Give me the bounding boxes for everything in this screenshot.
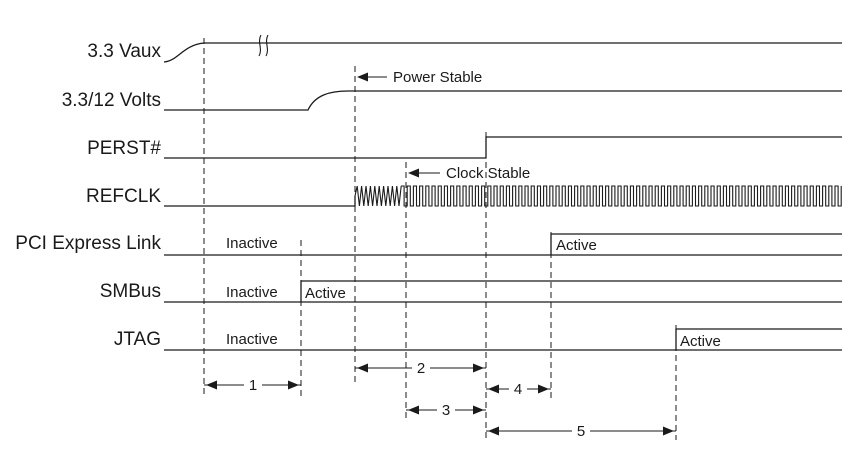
interval-5-dimension: 5 — [486, 423, 676, 440]
signal-label-3v3-vaux: 3.3 Vaux — [87, 41, 161, 62]
smbus-inactive-label: Inactive — [226, 284, 278, 301]
power-stable-arrow — [357, 72, 387, 82]
refclk-unstable-segment — [354, 185, 402, 207]
refclk-stable-clock — [401, 185, 842, 207]
clock-stable-arrow — [408, 168, 440, 178]
jtag-inactive-label: Inactive — [226, 331, 278, 348]
smbus-active-label: Active — [305, 285, 346, 302]
pcie-link-active-label: Active — [556, 237, 597, 254]
signal-label-pcie-link: PCI Express Link — [15, 233, 161, 254]
waveform-jtag — [164, 328, 842, 351]
interval-5-label: 5 — [577, 423, 585, 440]
waveform-3v3-12-volts — [164, 90, 842, 111]
interval-4-label: 4 — [514, 381, 522, 398]
interval-4-dimension: 4 — [486, 381, 551, 398]
interval-1-dimension: 1 — [204, 377, 301, 394]
waveform-smbus — [164, 280, 842, 303]
power-stable-label: Power Stable — [393, 69, 482, 86]
time-break-icon — [258, 34, 269, 57]
interval-2-label: 2 — [417, 360, 425, 377]
signal-label-refclk: REFCLK — [86, 186, 161, 207]
waveform-pcie-link — [164, 233, 842, 256]
signal-label-perst: PERST# — [87, 138, 161, 159]
interval-3-dimension: 3 — [406, 402, 486, 419]
signal-label-smbus: SMBus — [100, 281, 161, 302]
signal-label-jtag: JTAG — [114, 329, 161, 350]
jtag-active-label: Active — [680, 333, 721, 350]
waveform-3v3-vaux — [163, 42, 842, 63]
waveform-perst — [164, 136, 842, 159]
clock-stable-label: Clock Stable — [446, 165, 530, 182]
interval-3-label: 3 — [442, 402, 450, 419]
pcie-link-inactive-label: Inactive — [226, 235, 278, 252]
waveform-refclk — [164, 185, 842, 207]
signal-label-3v3-12-volts: 3.3/12 Volts — [62, 90, 161, 111]
interval-1-label: 1 — [249, 377, 257, 394]
interval-2-dimension: 2 — [355, 360, 486, 377]
